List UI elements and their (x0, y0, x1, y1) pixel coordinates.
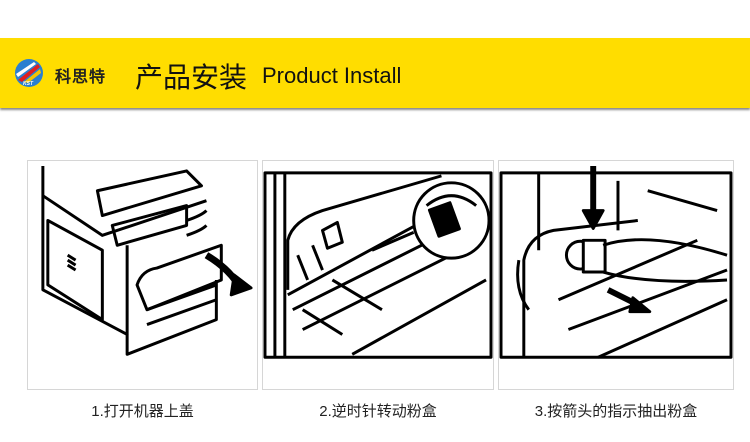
page-title-cn: 产品安装 (135, 62, 248, 93)
svg-text:KST: KST (23, 81, 34, 87)
step-3-caption: 3.按箭头的指示抽出粉盒 (534, 403, 698, 420)
copier-open-cover-illustration (41, 165, 253, 356)
step-2-image (262, 160, 494, 390)
kst-logo-icon: KST (15, 59, 43, 87)
pull-toner-illustration (499, 165, 733, 359)
header-banner: KST 科思特 产品安装 Product Install (0, 38, 750, 108)
page-title-en: Product Install (262, 63, 402, 88)
step-1-image (27, 160, 258, 390)
rotate-toner-illustration (263, 171, 493, 359)
brand-name: 科思特 (55, 69, 107, 86)
step-1-caption: 1.打开机器上盖 (91, 403, 194, 420)
step-2-caption: 2.逆时针转动粉盒 (319, 403, 437, 420)
step-3-image (498, 160, 734, 390)
